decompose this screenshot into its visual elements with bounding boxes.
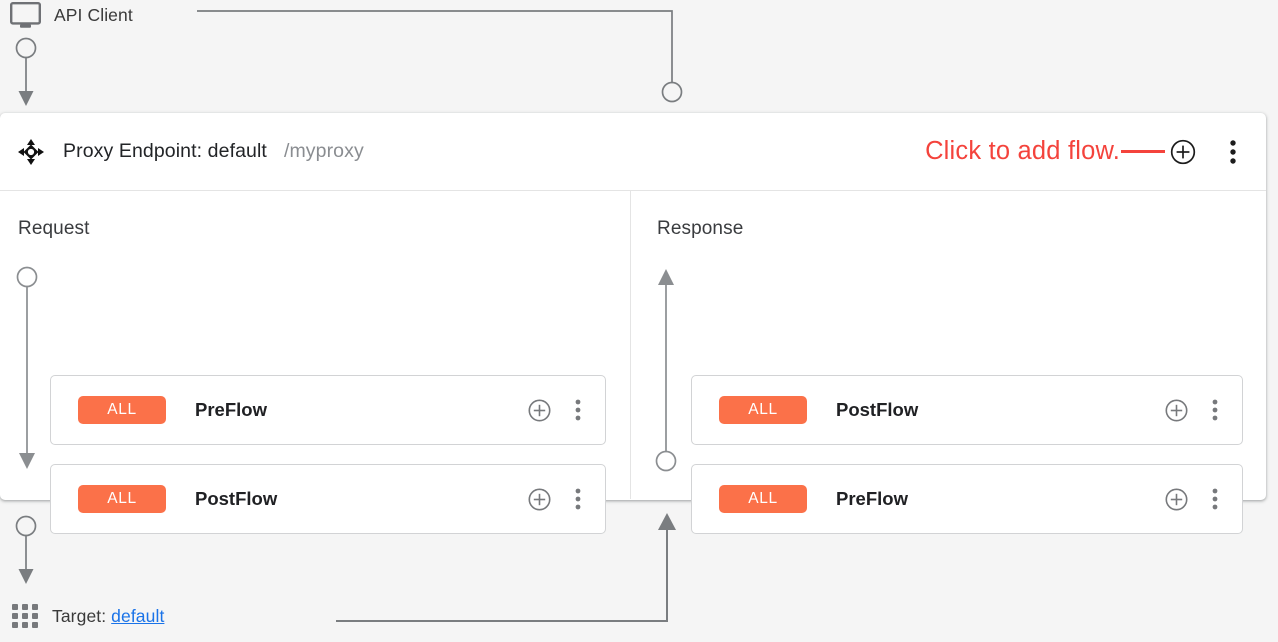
- client-request-connector: [15, 37, 37, 106]
- flow-name: PreFlow: [836, 488, 908, 509]
- monitor-icon: [10, 2, 41, 28]
- flow-name: PostFlow: [836, 399, 919, 420]
- api-client-label-group: API Client: [10, 2, 133, 29]
- flow-condition-badge: ALL: [78, 396, 166, 424]
- proxy-endpoint-title: Proxy Endpoint: default: [63, 140, 267, 162]
- add-step-button[interactable]: [528, 399, 551, 422]
- target-label-prefix: Target:: [52, 605, 107, 626]
- add-flow-button[interactable]: [1170, 139, 1196, 165]
- response-flow-list: ALL PostFlow ALL P: [691, 375, 1243, 553]
- flow-menu-button[interactable]: [1204, 397, 1226, 423]
- target-endpoint-link[interactable]: default: [111, 605, 165, 626]
- client-response-connector: [197, 10, 683, 103]
- proxy-endpoint-basepath: /myproxy: [283, 140, 364, 162]
- api-client-label: API Client: [54, 5, 133, 25]
- target-label-group: Target: default: [12, 604, 164, 628]
- flow-card[interactable]: ALL PostFlow: [50, 464, 606, 534]
- request-column-title: Request: [18, 218, 90, 239]
- add-step-button[interactable]: [1165, 399, 1188, 422]
- flow-name: PostFlow: [195, 488, 278, 509]
- flow-condition-badge: ALL: [719, 485, 807, 513]
- request-column: Request ALL PreFlow: [0, 191, 631, 534]
- target-response-connector: [336, 513, 676, 622]
- add-flow-annotation: Click to add flow.: [925, 137, 1165, 166]
- flow-condition-badge: ALL: [719, 396, 807, 424]
- add-flow-annotation-text: Click to add flow.: [925, 137, 1120, 165]
- proxy-endpoint-header: Proxy Endpoint: default /myproxy Click t…: [0, 113, 1266, 191]
- flow-columns: Request ALL PreFlow: [0, 191, 1266, 534]
- flow-menu-button[interactable]: [567, 486, 589, 512]
- target-request-connector: [15, 515, 37, 584]
- flow-condition-badge: ALL: [78, 485, 166, 513]
- response-flow-rail-up: [655, 269, 677, 472]
- annotation-pointer-line: [1121, 150, 1165, 153]
- add-step-button[interactable]: [1165, 488, 1188, 511]
- proxy-endpoint-panel: Proxy Endpoint: default /myproxy Click t…: [0, 113, 1266, 534]
- move-arrows-icon[interactable]: [18, 138, 44, 165]
- target-row: [0, 500, 1278, 642]
- request-flow-rail-down: [16, 266, 38, 469]
- flow-menu-button[interactable]: [1204, 486, 1226, 512]
- flow-menu-button[interactable]: [567, 397, 589, 423]
- api-client-row: API Client: [0, 0, 1278, 113]
- flow-name: PreFlow: [195, 399, 267, 420]
- response-column-title: Response: [657, 218, 744, 239]
- add-step-button[interactable]: [528, 488, 551, 511]
- flow-card[interactable]: ALL PreFlow: [691, 464, 1243, 534]
- grid-dots-icon[interactable]: [12, 604, 38, 628]
- flow-card[interactable]: ALL PreFlow: [50, 375, 606, 445]
- request-flow-list: ALL PreFlow ALL Po: [50, 375, 606, 553]
- response-column: Response ALL PostFlow: [631, 191, 1265, 534]
- flow-card[interactable]: ALL PostFlow: [691, 375, 1243, 445]
- proxy-endpoint-menu-button[interactable]: [1220, 137, 1246, 167]
- target-label: Target: default: [52, 606, 164, 627]
